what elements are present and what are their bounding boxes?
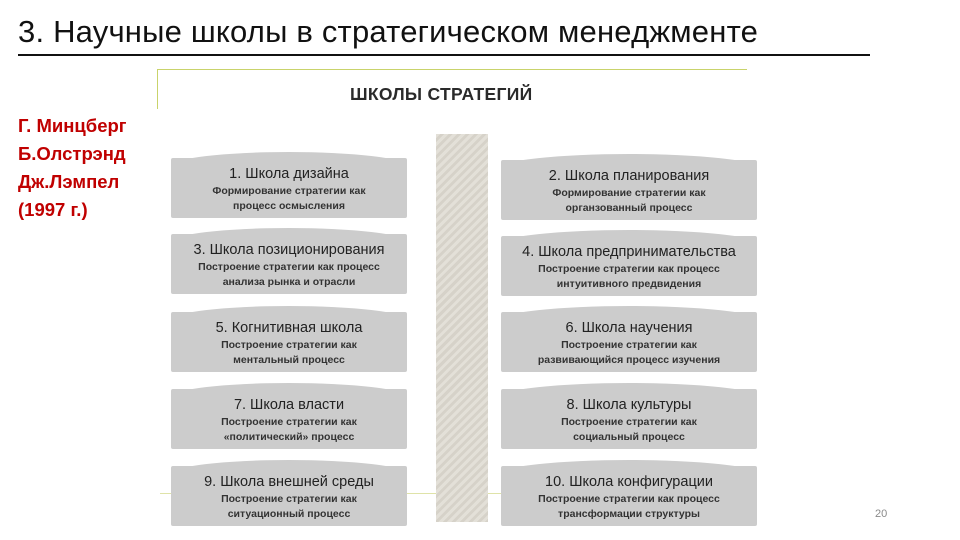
school-name: 1. Школа дизайна: [229, 166, 349, 182]
school-card-entrepreneurial: 4. Школа предпринимательства Построение …: [501, 230, 757, 296]
figure-heading: ШКОЛЫ СТРАТЕГИЙ: [350, 84, 533, 104]
school-description: Построение стратегии как: [221, 493, 357, 505]
publication-year: (1997 г.): [18, 199, 88, 220]
school-description: интуитивного предвидения: [556, 278, 702, 290]
school-description: процесс осмысления: [233, 200, 345, 212]
author-ahlstrand: Б.Олстрэнд: [18, 143, 126, 164]
school-description: Построение стратегии как процесс: [538, 493, 720, 505]
center-pillar: [436, 134, 488, 522]
school-description: развивающийся процесс изучения: [537, 354, 721, 366]
school-name: 9. Школа внешней среды: [204, 474, 374, 490]
school-card-power: 7. Школа власти Построение стратегии как…: [171, 383, 407, 449]
school-name: 3. Школа позиционирования: [193, 242, 385, 258]
school-name: 8. Школа культуры: [566, 397, 692, 413]
school-description: Построение стратегии как процесс: [538, 263, 720, 275]
school-card-cognitive: 5. Когнитивная школа Построение стратеги…: [171, 306, 407, 372]
school-description: трансформации структуры: [558, 508, 700, 520]
school-name: 7. Школа власти: [233, 397, 345, 413]
school-description: анализа рынка и отрасли: [222, 276, 356, 288]
school-card-positioning: 3. Школа позиционирования Построение стр…: [171, 228, 407, 294]
school-description: Формирование стратегии как: [552, 187, 706, 199]
school-card-culture: 8. Школа культуры Построение стратегии к…: [501, 383, 757, 449]
school-description: социальный процесс: [573, 431, 685, 443]
school-description: «политический» процесс: [223, 431, 355, 443]
school-description: Формирование стратегии как: [212, 185, 366, 197]
school-name: 10. Школа конфигурации: [545, 474, 713, 490]
author-lampel: Дж.Лэмпел: [18, 171, 120, 192]
school-card-planning: 2. Школа планирования Формирование страт…: [501, 154, 757, 220]
school-description: Построение стратегии как: [561, 339, 697, 351]
school-description: органзованный процесс: [565, 202, 693, 214]
figure-frame-top: [157, 69, 747, 70]
school-name: 6. Школа научения: [565, 320, 693, 336]
school-description: Построение стратегии как: [221, 416, 357, 428]
slide-title: 3. Научные школы в стратегическом менедж…: [18, 14, 759, 49]
author-mintzberg: Г. Минцберг: [18, 115, 127, 136]
school-description: ментальный процесс: [233, 354, 345, 366]
authors-block: Г. Минцберг Б.Олстрэнд Дж.Лэмпел (1997 г…: [18, 112, 127, 224]
school-description: ситуационный процесс: [227, 508, 351, 520]
school-name: 2. Школа планирования: [548, 168, 710, 184]
school-description: Построение стратегии как процесс: [198, 261, 380, 273]
school-description: Построение стратегии как: [221, 339, 357, 351]
title-underline: [18, 54, 870, 56]
school-description: Построение стратегии как: [561, 416, 697, 428]
school-card-learning: 6. Школа научения Построение стратегии к…: [501, 306, 757, 372]
page-number: 20: [875, 508, 888, 520]
figure-frame-left: [157, 69, 158, 109]
school-card-design: 1. Школа дизайна Формирование стратегии …: [171, 152, 407, 218]
school-name: 4. Школа предпринимательства: [522, 244, 736, 260]
school-name: 5. Когнитивная школа: [215, 320, 363, 336]
school-card-environmental: 9. Школа внешней среды Построение страте…: [171, 460, 407, 526]
school-card-configuration: 10. Школа конфигурации Построение страте…: [501, 460, 757, 526]
